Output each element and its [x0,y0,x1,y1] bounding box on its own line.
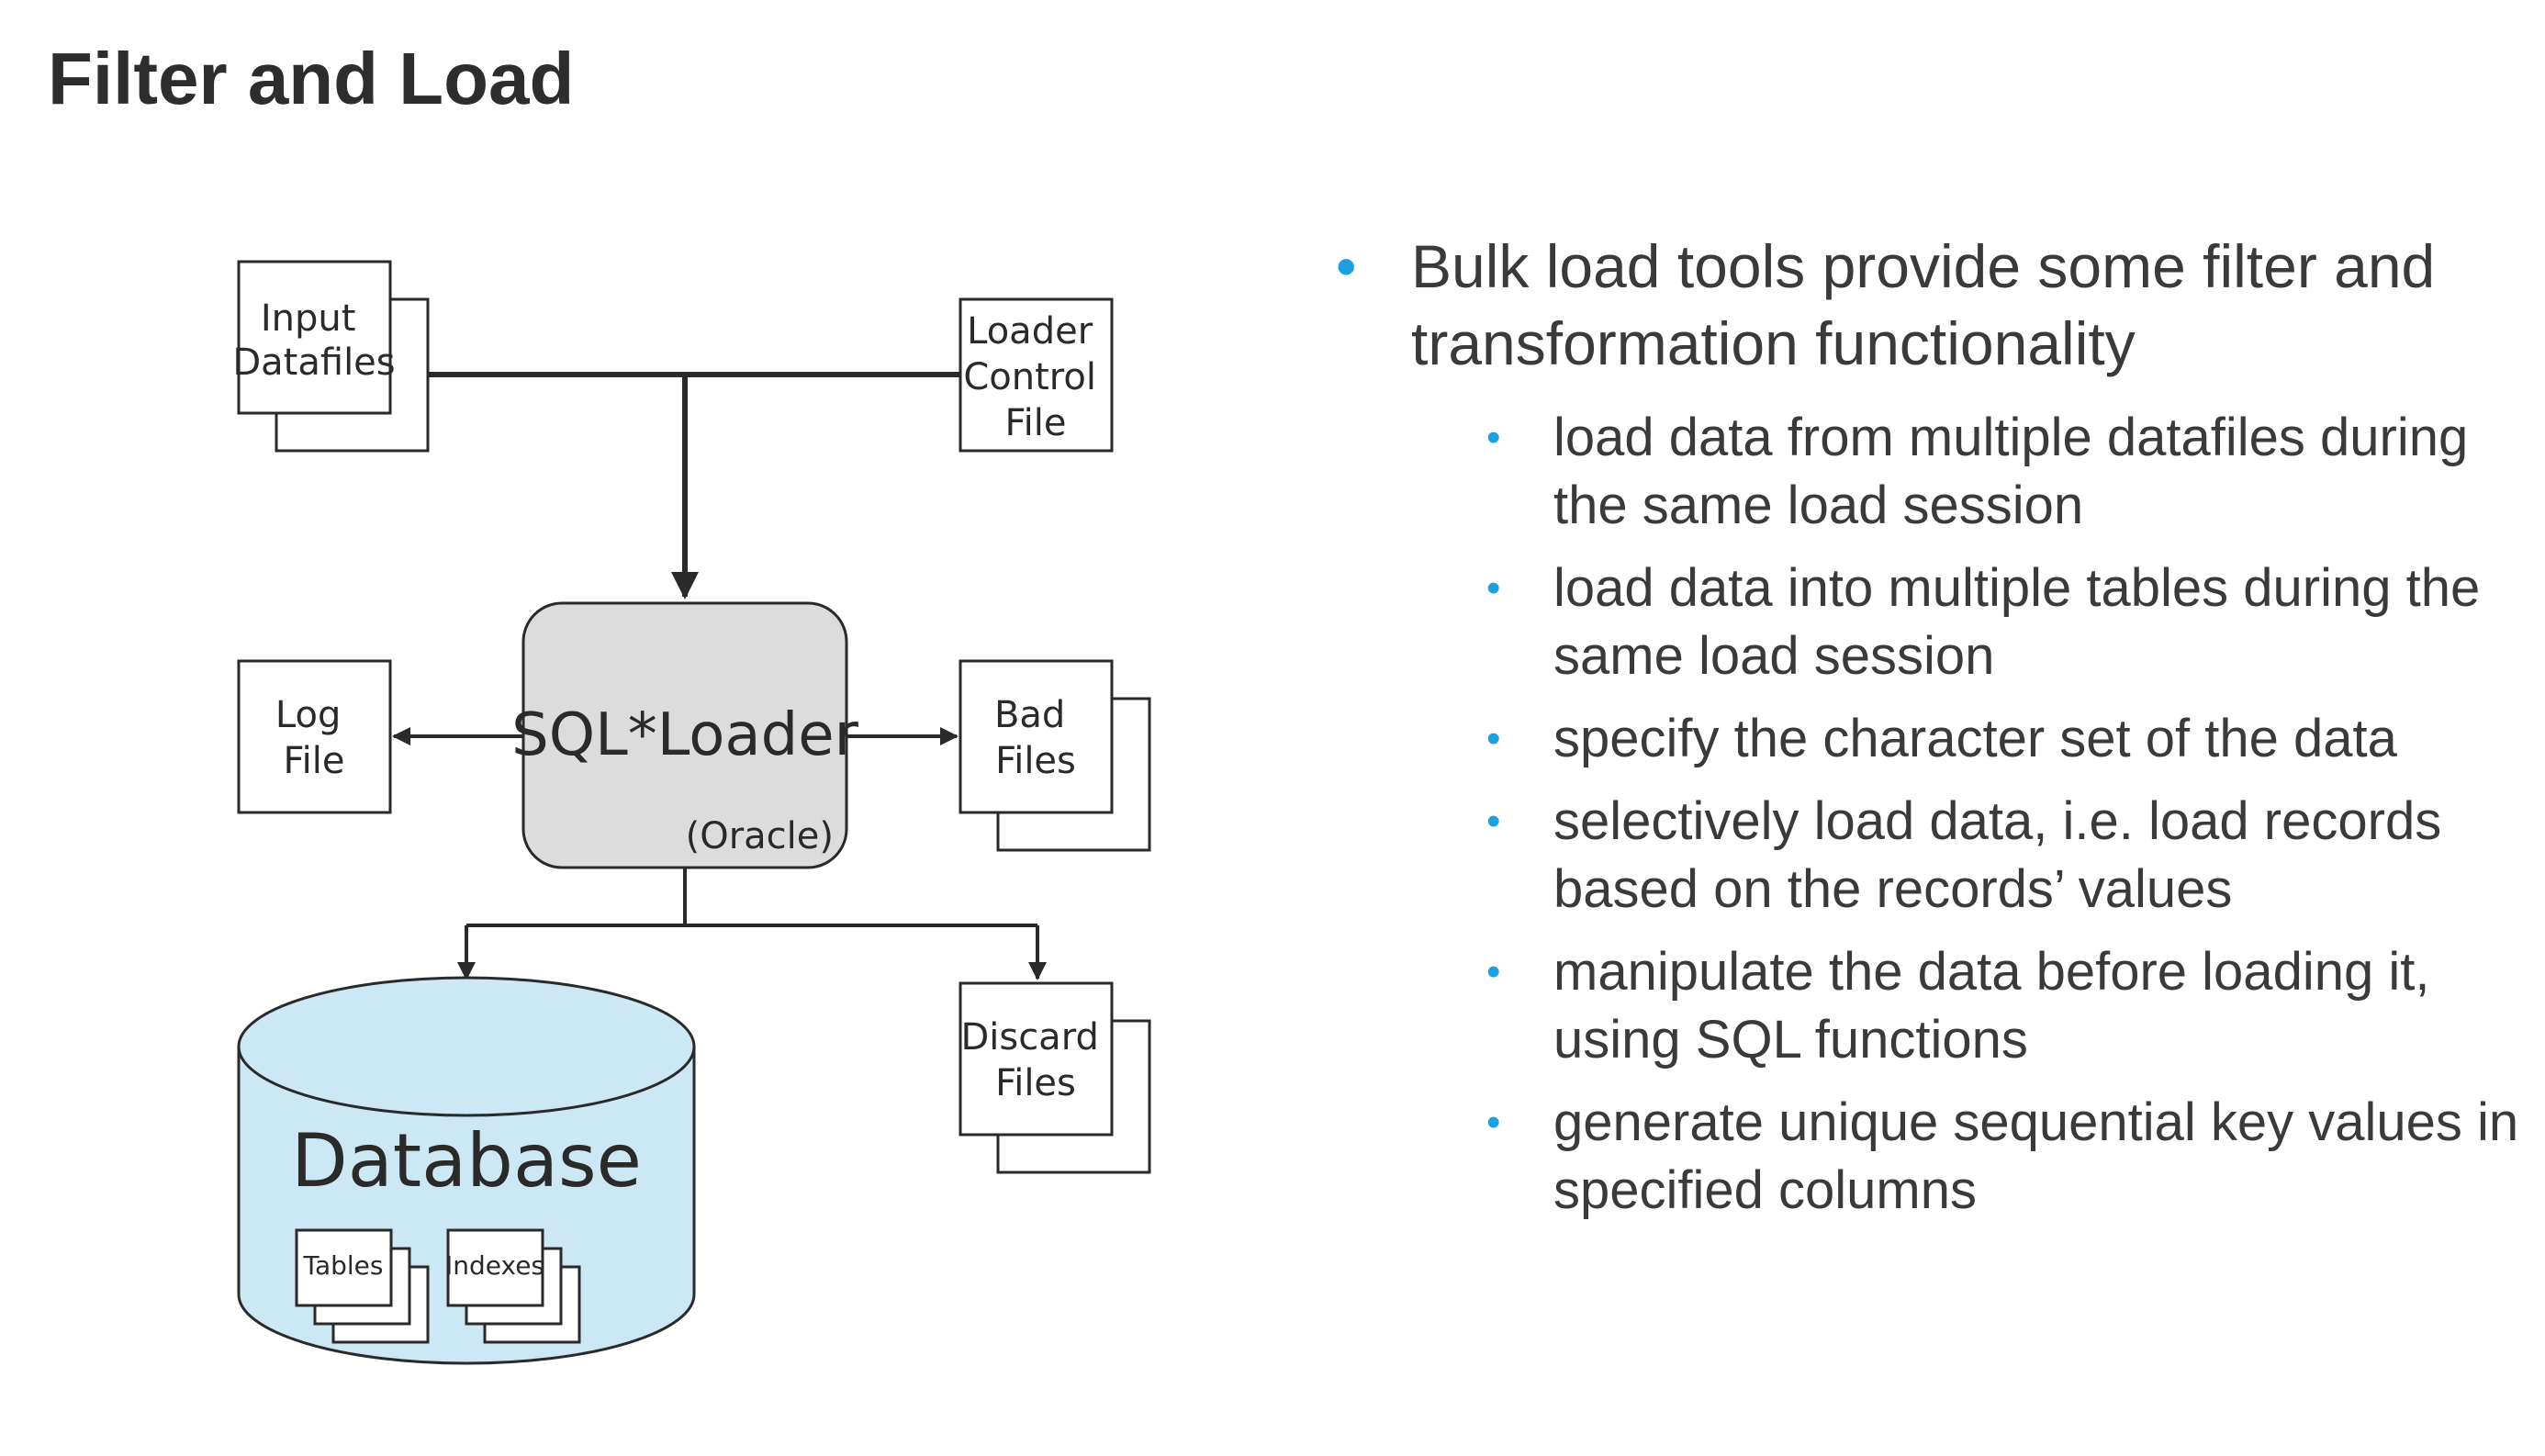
list-item: • manipulate the data before loading it, … [1477,938,2529,1074]
list-item-text: load data from multiple datafiles during… [1553,408,2469,535]
loader-control-file-icon: Loader Control File [959,297,1114,453]
main-bullet-text: Bulk load tools provide some filter and … [1411,232,2436,377]
slide-title: Filter and Load [48,38,575,119]
main-bullet: • Bulk load tools provide some filter an… [1336,228,2529,1225]
indexes-label: Indexes [445,1250,544,1281]
list-item-text: manipulate the data before loading it, u… [1553,942,2430,1070]
output-connector [457,868,1047,980]
list-item-text: load data into multiple tables during th… [1553,558,2481,686]
bullet-dot-icon: • [1336,233,1357,299]
bullet-dot-icon: • [1486,1100,1501,1145]
sql-loader-note: (Oracle) [686,815,834,857]
indexes-icon: Indexes [445,1228,581,1344]
discard-files-icon: Discard Files [959,981,1151,1174]
input-datafiles-label: Input Datafiles [232,297,395,384]
bullet-dot-icon: • [1486,716,1501,761]
list-item-text: selectively load data, i.e. load records… [1553,791,2442,919]
input-connector [428,372,960,599]
bad-files-icon: Bad Files [959,659,1151,852]
bullet-dot-icon: • [1486,566,1501,610]
sql-loader-label: SQL*Loader [511,701,859,769]
bullet-dot-icon: • [1486,949,1501,994]
list-item-text: specify the character set of the data [1553,709,2397,768]
bullet-dot-icon: • [1486,415,1501,460]
log-file-label: Log File [275,694,353,782]
input-datafiles-icon: Input Datafiles [232,260,430,453]
bullet-dot-icon: • [1486,799,1501,844]
log-file-icon: Log File [237,659,392,814]
discard-files-label: Discard Files [960,1016,1110,1104]
list-item-text: generate unique sequential key values in… [1553,1092,2519,1220]
loader-control-file-label: Loader Control File [963,310,1107,444]
tables-label: Tables [303,1250,384,1281]
list-item: • specify the character set of the data [1477,705,2529,773]
bad-files-label: Bad Files [994,694,1077,782]
sql-loader-box: SQL*Loader (Oracle) [511,601,859,869]
list-item: • generate unique sequential key values i… [1477,1089,2529,1225]
database-label: Database [291,1118,642,1204]
tables-icon: Tables [295,1228,430,1344]
list-item: • load data into multiple tables during t… [1477,554,2529,690]
list-item: • selectively load data, i.e. load record… [1477,788,2529,924]
list-item: • load data from multiple datafiles durin… [1477,404,2529,540]
bullet-list: • Bulk load tools provide some filter an… [1336,228,2529,1239]
